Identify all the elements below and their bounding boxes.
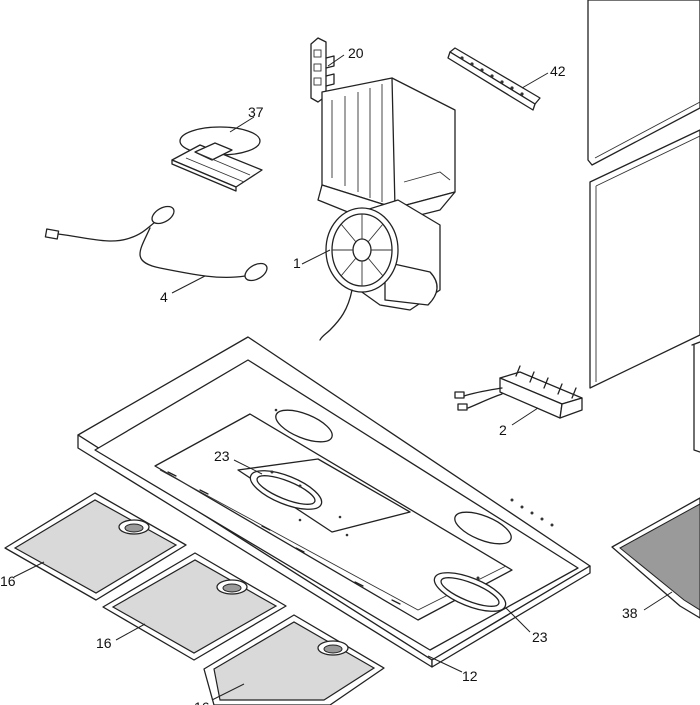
callout-2: 2 <box>499 422 507 438</box>
damper-part <box>171 126 263 192</box>
callout-12: 12 <box>462 668 478 684</box>
callout-1: 1 <box>293 255 301 271</box>
light-lens-part-upper <box>249 470 323 510</box>
callout-4: 4 <box>160 289 168 305</box>
callout-16-third: 16 <box>194 699 210 705</box>
chimney-cover-lower <box>589 129 700 389</box>
small-bracket-part <box>310 37 335 103</box>
grease-filter-part-3 <box>203 614 385 705</box>
grease-filter-part-1 <box>4 492 187 601</box>
callout-16-second: 16 <box>96 635 112 651</box>
callout-labels: 20 42 37 1 4 2 23 23 16 16 38 12 16 <box>0 45 638 705</box>
callout-23-upper: 23 <box>214 448 230 464</box>
callout-20: 20 <box>348 45 364 61</box>
mounting-bracket-part <box>447 47 541 111</box>
callout-42: 42 <box>550 63 566 79</box>
terminal-block-part <box>454 365 583 419</box>
chimney-bracket-right <box>691 341 700 453</box>
lamp-harness-part <box>44 205 268 282</box>
grease-filter-part-2 <box>102 552 287 661</box>
light-lens-part-lower <box>433 572 507 612</box>
mesh-filter-part <box>611 497 700 619</box>
callout-38: 38 <box>622 605 638 621</box>
callout-16-first: 16 <box>0 573 16 589</box>
blower-motor-part <box>317 77 456 341</box>
chimney-cover-upper <box>587 0 700 166</box>
callout-37: 37 <box>248 104 264 120</box>
leader-lines <box>13 54 673 701</box>
callout-23-lower: 23 <box>532 629 548 645</box>
